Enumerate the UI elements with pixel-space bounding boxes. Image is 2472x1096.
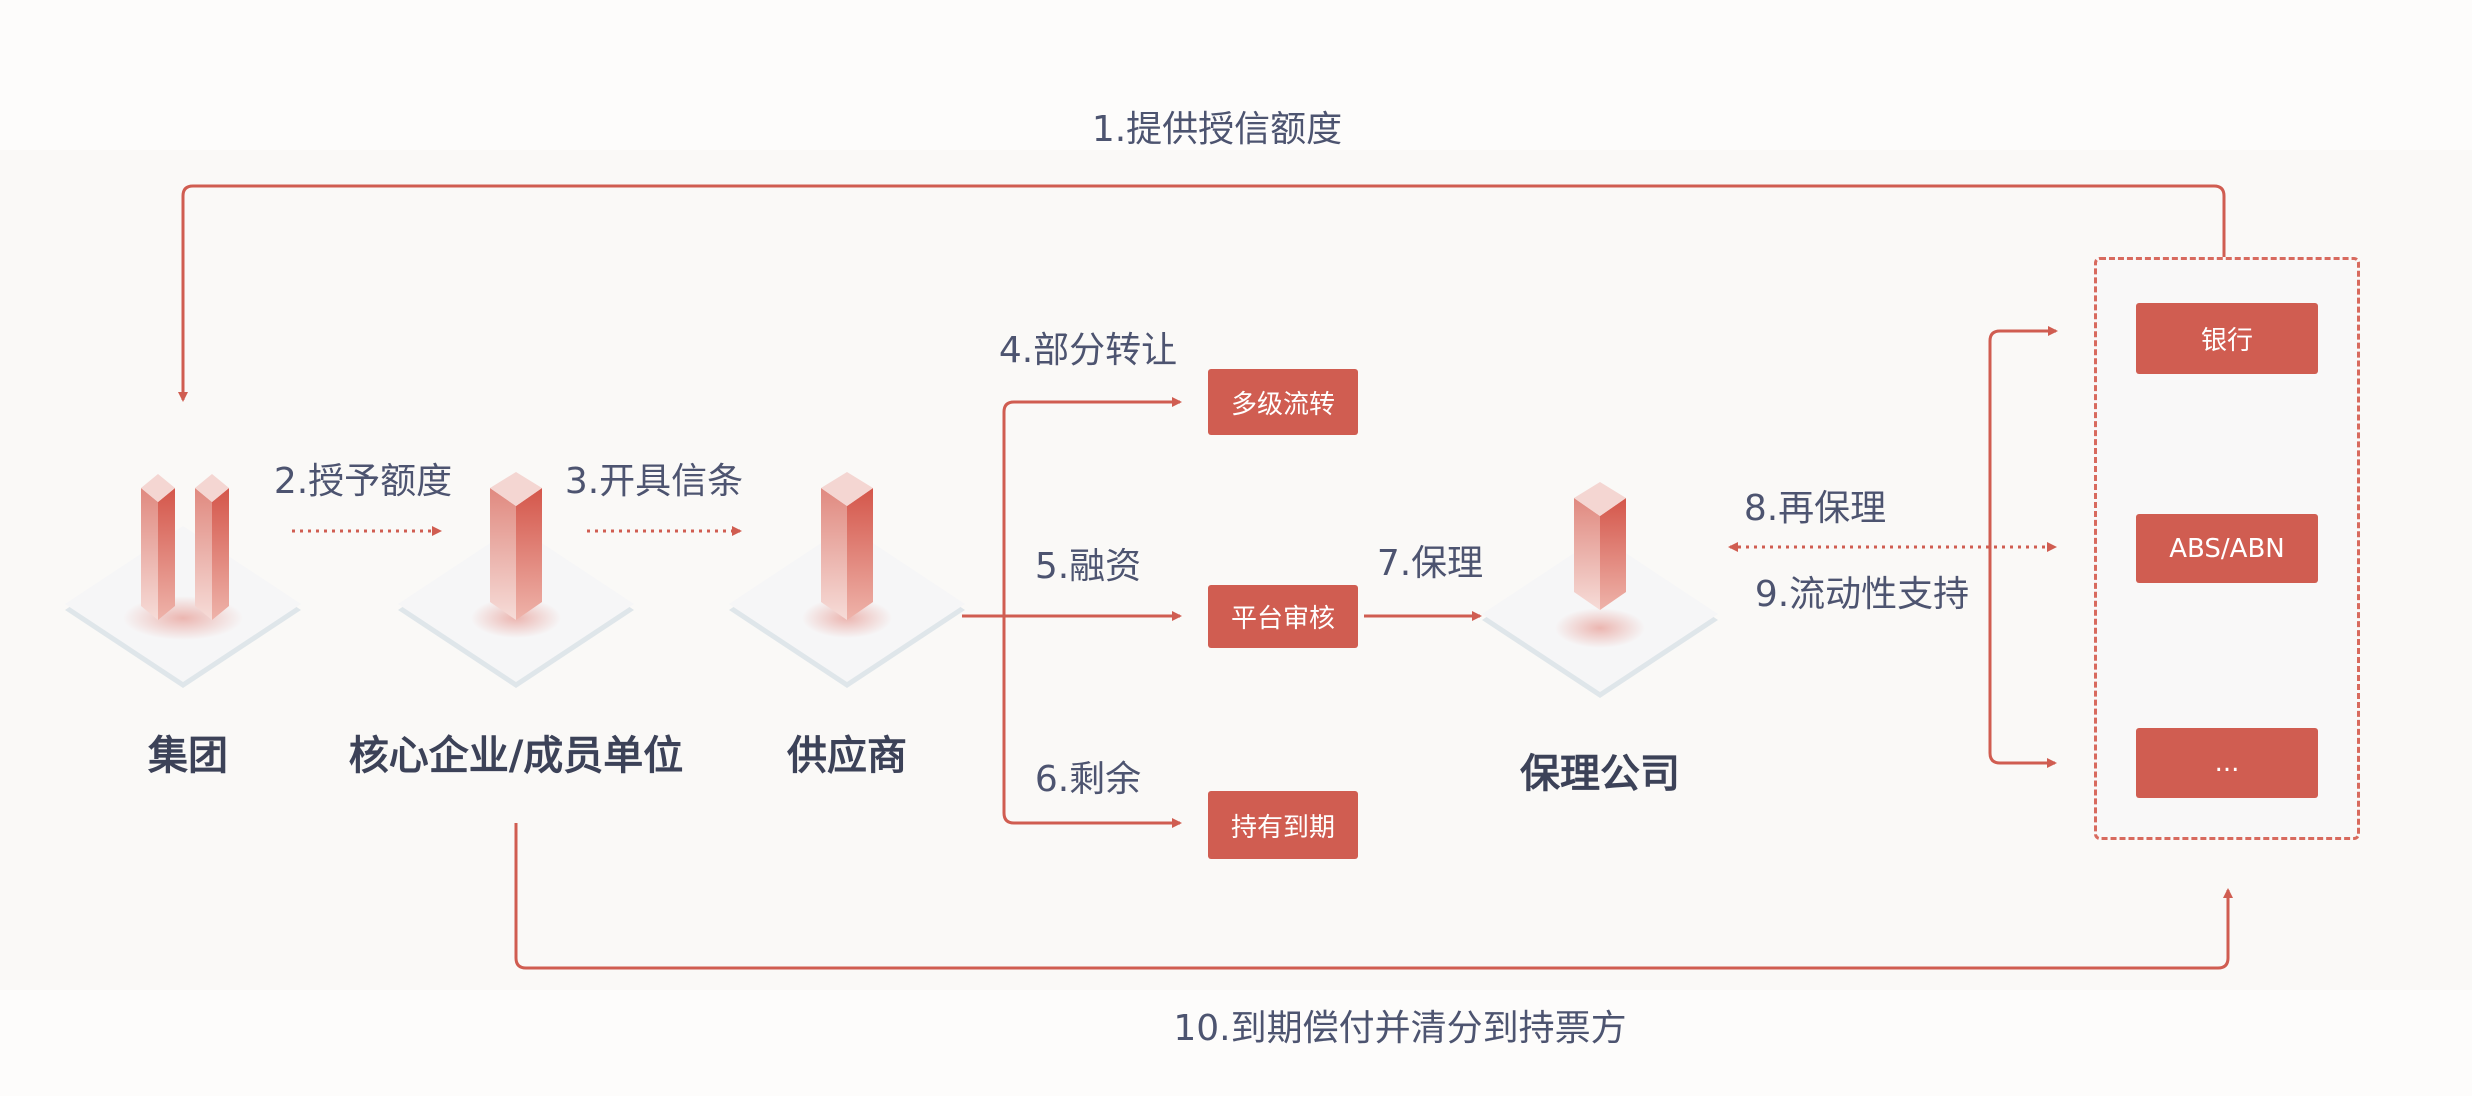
- arrow-to-funders: [1988, 329, 2057, 768]
- step-2-label: 2.授予额度: [273, 461, 453, 502]
- core-enterprise-building-icon: [398, 472, 634, 688]
- node-core-enterprise-label: 核心企业/成员单位: [348, 733, 684, 779]
- factoring-company-building-icon: [1482, 482, 1718, 698]
- step-5-label: 5.融资: [1034, 546, 1142, 587]
- node-factoring-company-label: 保理公司: [1520, 751, 1680, 797]
- node-group-label: 集团: [148, 733, 228, 779]
- funder-others: ...: [2136, 728, 2318, 798]
- funder-abs-abn: ABS/ABN: [2136, 514, 2318, 583]
- arrow-remaining: [1002, 616, 1182, 828]
- step-4-label: 4.部分转让: [998, 330, 1178, 371]
- supplier-building-icon: [729, 472, 965, 688]
- arrow-credit-line: [178, 184, 2226, 402]
- step-8-label: 8.再保理: [1743, 488, 1887, 529]
- funder-bank: 银行: [2136, 303, 2318, 374]
- box-platform-review: 平台审核: [1208, 585, 1358, 648]
- step-1-label: 1.提供授信额度: [1091, 109, 1343, 150]
- step-7-label: 7.保理: [1376, 543, 1484, 584]
- step-9-label: 9.流动性支持: [1754, 574, 1970, 615]
- step-10-label: 10.到期偿付并清分到持票方: [1173, 1008, 1627, 1049]
- group-building-icon: [65, 474, 301, 688]
- node-supplier-label: 供应商: [787, 733, 907, 779]
- step-3-label: 3.开具信条: [564, 461, 744, 502]
- arrow-maturity-payment: [514, 823, 2233, 970]
- arrow-partial-transfer: [1002, 397, 1182, 616]
- box-multi-level-transfer: 多级流转: [1208, 369, 1358, 435]
- step-6-label: 6.剩余: [1034, 759, 1142, 800]
- box-hold-to-maturity: 持有到期: [1208, 791, 1358, 859]
